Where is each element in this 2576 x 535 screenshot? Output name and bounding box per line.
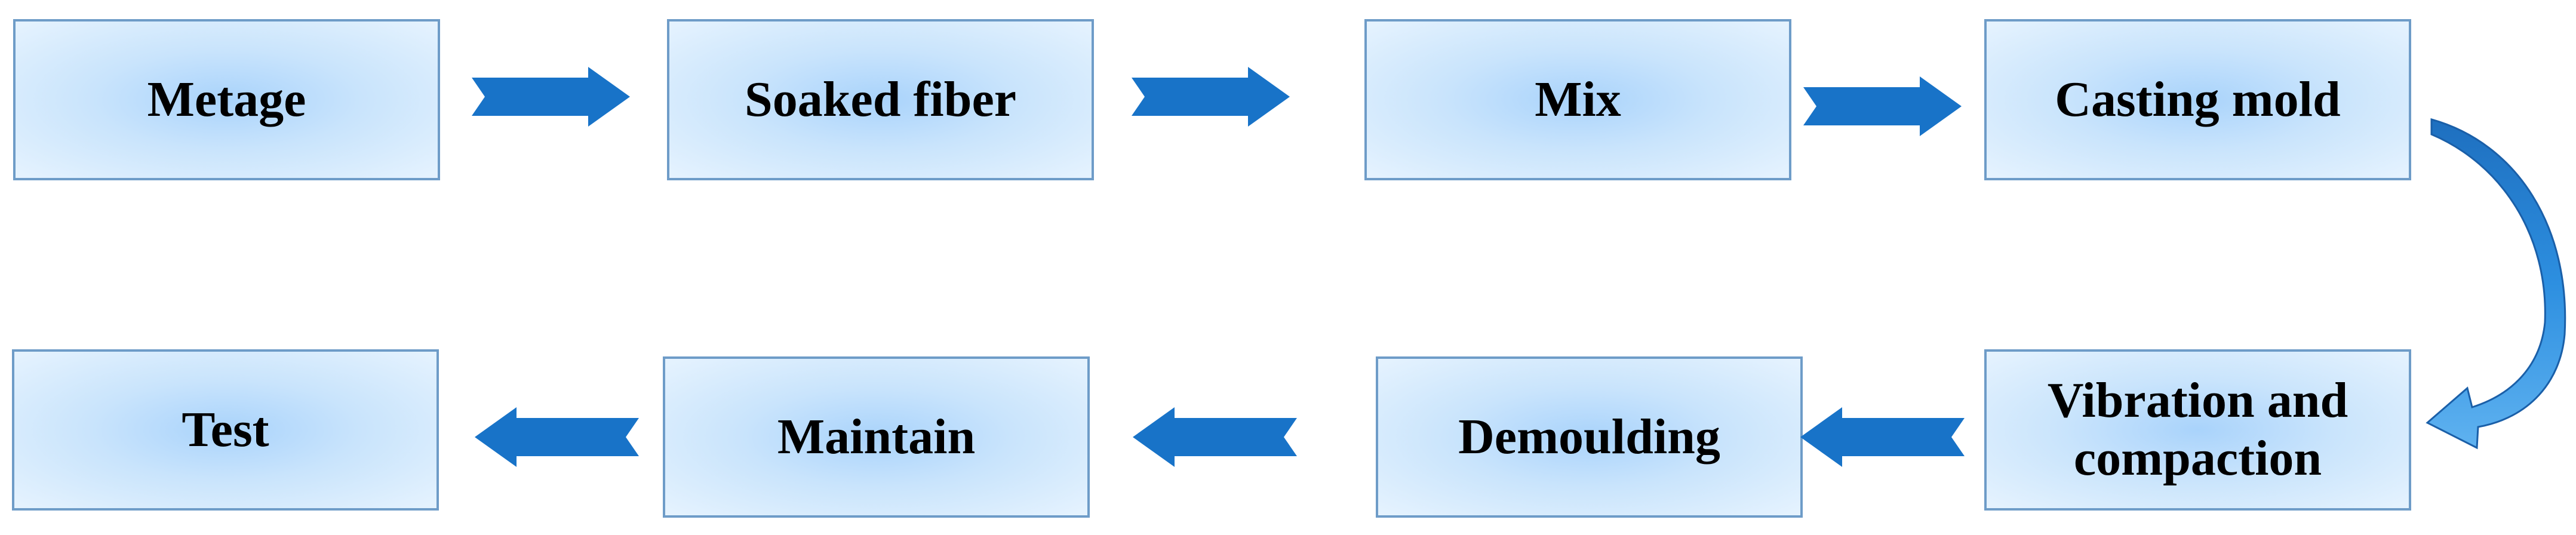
arrow-right-icon [1803, 76, 1962, 136]
arrow-right-icon [472, 67, 630, 127]
arrow-left-icon [1133, 407, 1297, 467]
step-test: Test [12, 349, 439, 511]
step-maintain: Maintain [663, 356, 1090, 518]
step-metage: Metage [13, 19, 440, 180]
arrow-right-icon [1132, 67, 1290, 127]
arrow-left-icon [1800, 407, 1965, 467]
arrow-left-icon [475, 407, 639, 467]
step-vibration-compaction: Vibration and compaction [1984, 349, 2411, 511]
step-casting-mold: Casting mold [1984, 19, 2411, 180]
step-demoulding: Demoulding [1376, 356, 1803, 518]
step-mix: Mix [1364, 19, 1791, 180]
step-soaked-fiber: Soaked fiber [667, 19, 1094, 180]
